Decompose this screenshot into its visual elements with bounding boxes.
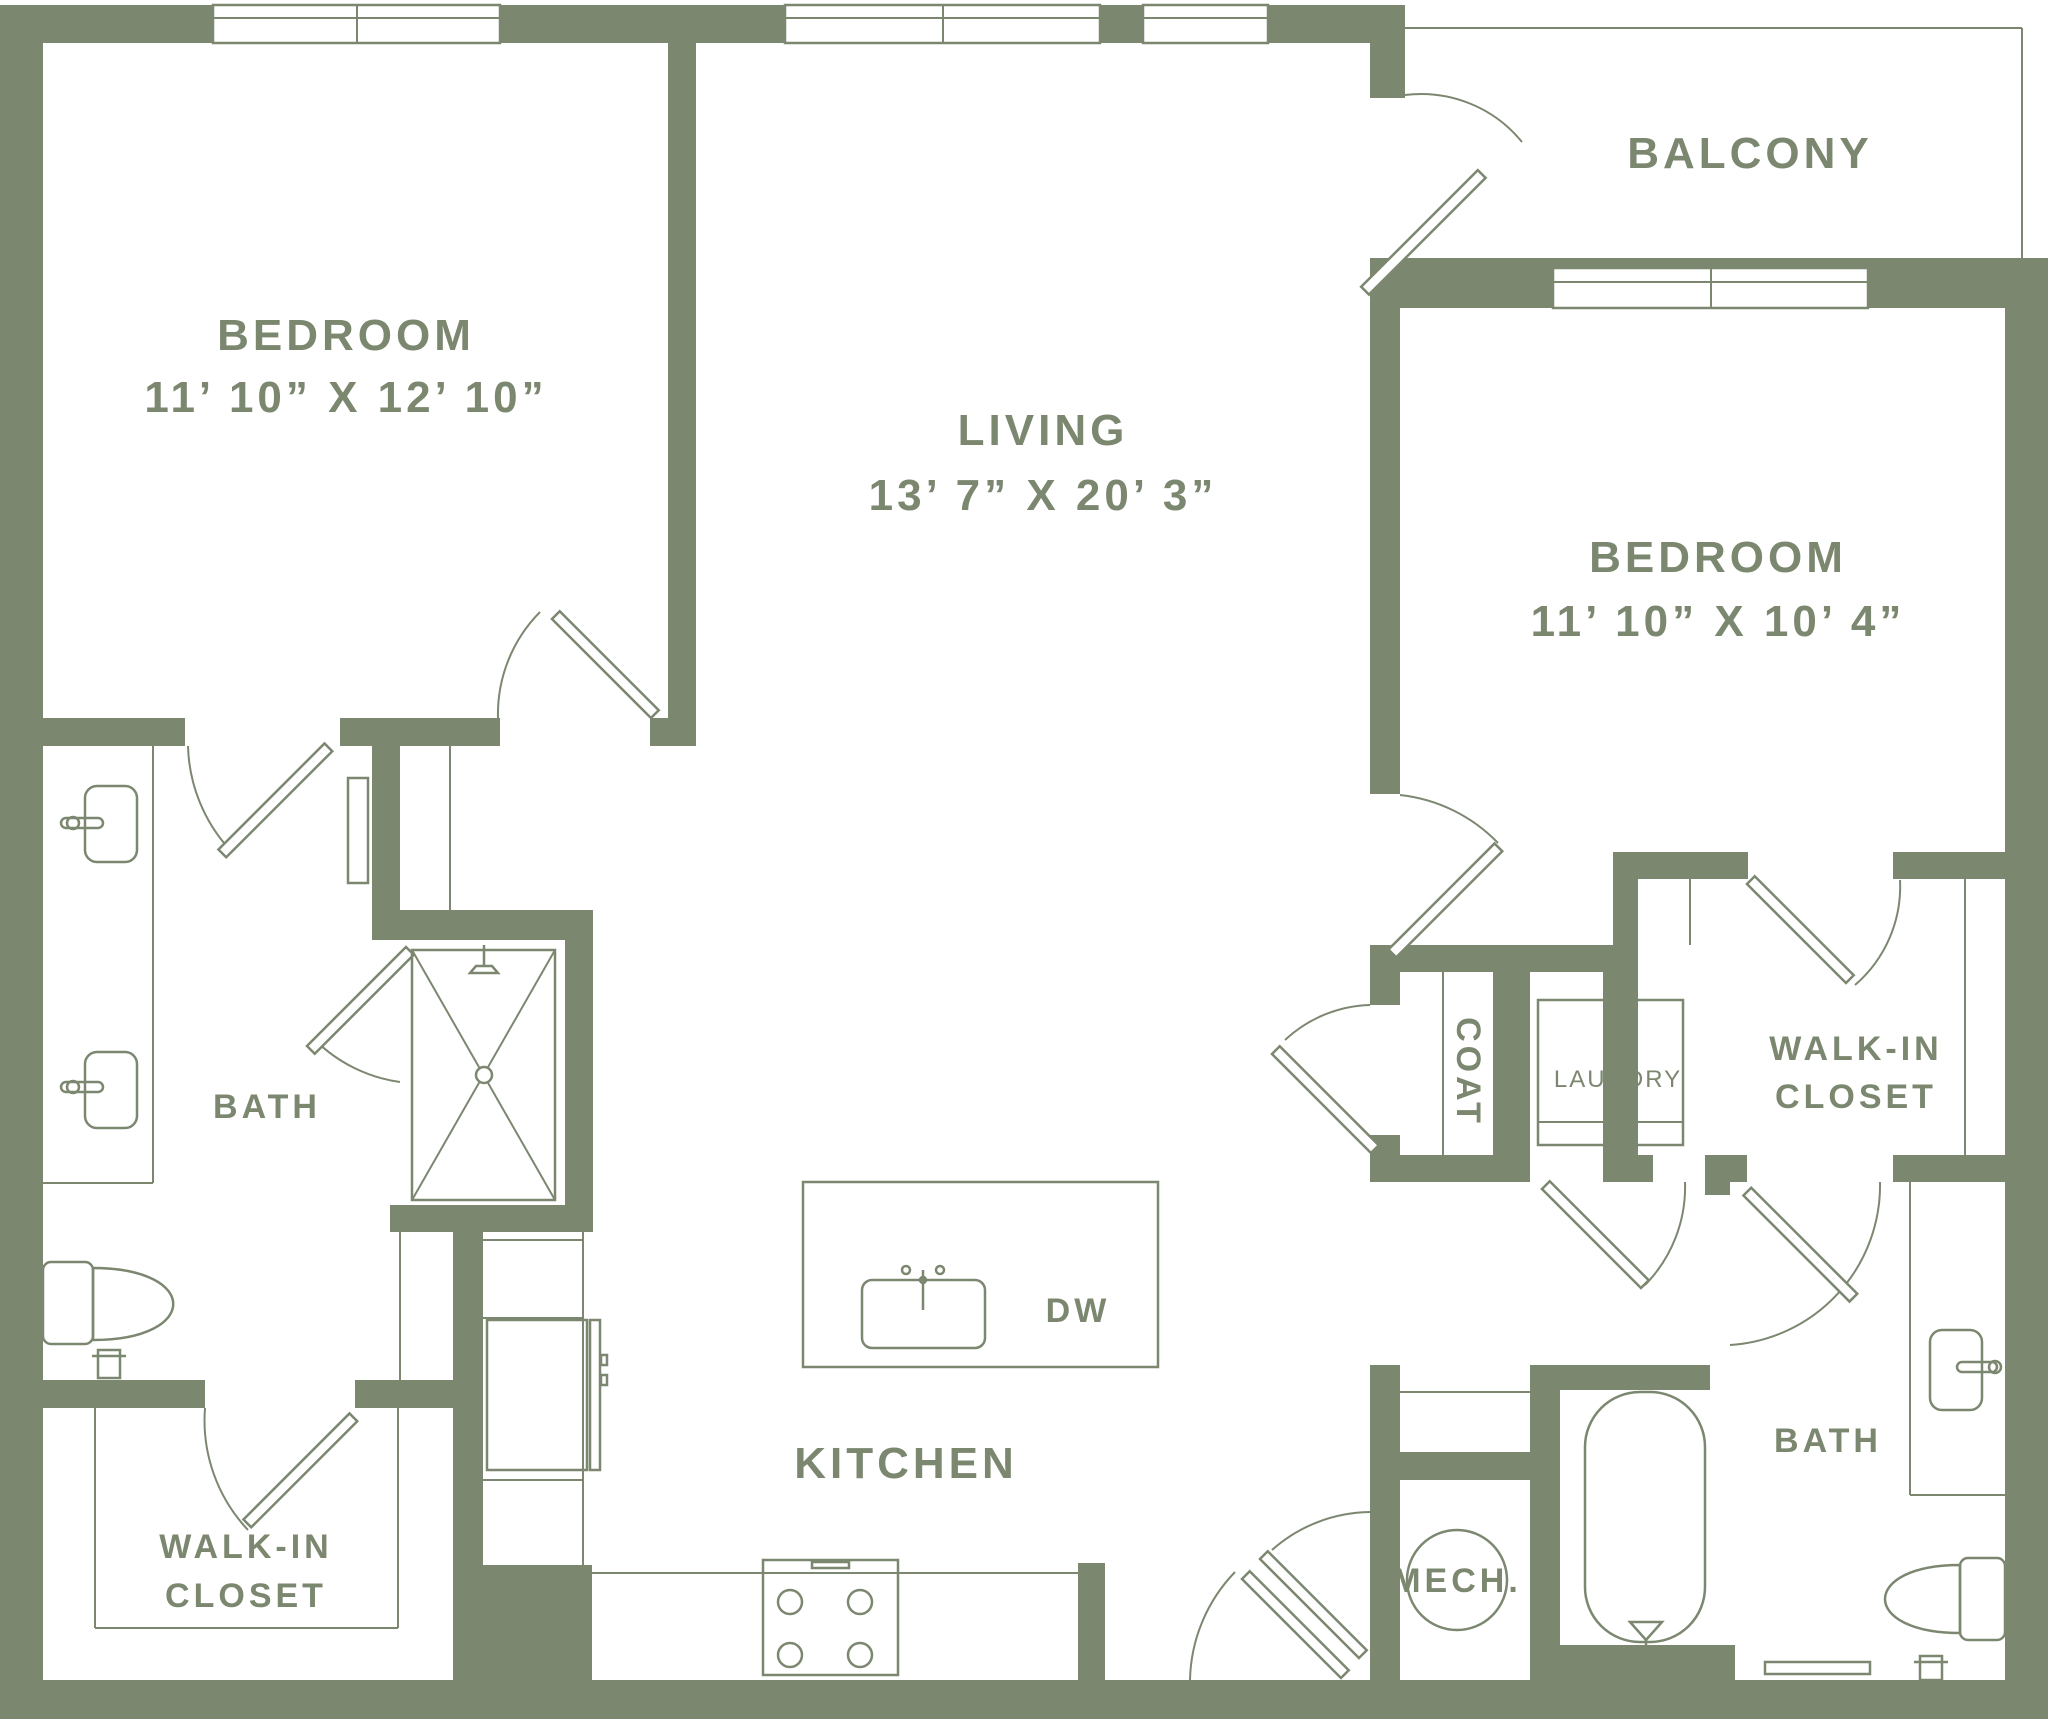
coat-name: COAT (1449, 1017, 1487, 1127)
mech-name: MECH. (1392, 1562, 1522, 1600)
doors (187, 93, 1902, 1681)
living-name: LIVING (958, 406, 1129, 455)
balcony-name: BALCONY (1627, 129, 1873, 178)
bedroom-right-name: BEDROOM (1589, 533, 1847, 582)
sink-icon (59, 1050, 139, 1130)
room-labels: BEDROOM 11’ 10” X 12’ 10” LIVING 13’ 7” … (144, 129, 1942, 1615)
towel-bar-icon (1763, 1660, 1872, 1676)
toilet-paper-icon (1914, 1654, 1948, 1682)
water-heater-icon (1405, 1528, 1509, 1632)
left-bath-fixtures (41, 746, 451, 1380)
closet-right-line1: WALK-IN (1769, 1030, 1942, 1068)
right-closets (1400, 879, 1966, 1632)
refrigerator-icon (485, 1318, 609, 1472)
left-closet-shelf (94, 1408, 399, 1629)
bedroom-left-name: BEDROOM (217, 311, 475, 360)
living-size: 13’ 7” X 20’ 3” (869, 471, 1218, 520)
toilet-icon (1884, 1556, 2007, 1642)
kitchen-sink-icon (860, 1264, 987, 1350)
bathtub-icon (1583, 1390, 1707, 1652)
sink-icon (1928, 1328, 2003, 1412)
closet-right-line2: CLOSET (1775, 1078, 1937, 1116)
balcony-railing (1405, 27, 2023, 270)
closet-left-line1: WALK-IN (159, 1528, 332, 1566)
stove-icon (761, 1558, 900, 1677)
washer-dryer-icon (1536, 998, 1685, 1147)
kitchen-name: KITCHEN (794, 1439, 1018, 1488)
kitchen-fixtures (483, 1180, 1160, 1680)
shower (410, 945, 557, 1202)
bath-right-name: BATH (1774, 1422, 1882, 1460)
toilet-paper-icon (92, 1348, 126, 1380)
shower-head-icon (467, 945, 501, 975)
right-bath-fixtures (1583, 1182, 2007, 1682)
kitchen-island (801, 1180, 1160, 1369)
bedroom-left-size: 11’ 10” X 12’ 10” (144, 373, 547, 422)
bedroom-right-size: 11’ 10” X 10’ 4” (1531, 597, 1906, 646)
dishwasher-label: DW (1046, 1292, 1111, 1330)
toilet-icon (41, 1260, 175, 1346)
closet-left-line2: CLOSET (165, 1577, 327, 1615)
bath-left-name: BATH (213, 1088, 321, 1126)
laundry-name: LAUNDRY (1554, 1066, 1682, 1093)
sink-icon (59, 784, 139, 864)
windows (211, 3, 1870, 310)
